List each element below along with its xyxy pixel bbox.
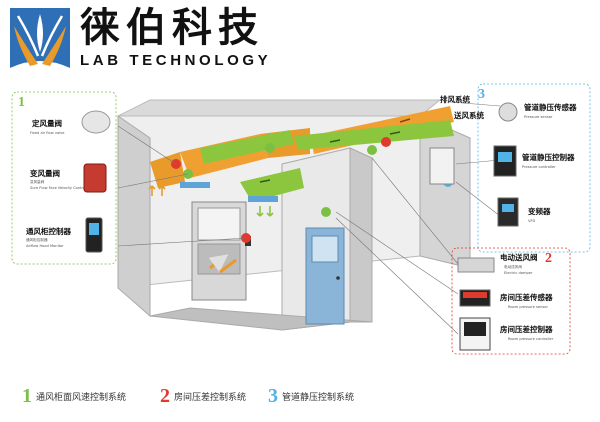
legend-system-1: 1 通风柜面风速控制系统 xyxy=(22,386,126,406)
right-component-panel: 3 排风系统 送风系统 管道静压传感器 Pressure sensor 管道静压… xyxy=(440,83,591,253)
room-pressure-sensor-title: 房间压差传感器 xyxy=(500,292,553,302)
system-1-marker xyxy=(265,143,275,153)
electric-damper-subtitle-1: 电动送风阀 xyxy=(504,264,522,269)
airflow-arrow-icon xyxy=(148,185,274,217)
hvac-diagram: 1 定风量阀 Fixed air flow valve 变风量阀 变风量阀 Su… xyxy=(11,83,591,355)
room-pressure-sensor-subtitle: Room pressure sensor xyxy=(508,305,548,309)
system-1-marker xyxy=(321,207,331,217)
electric-damper-title: 电动送风阀 xyxy=(500,252,538,262)
system-3-number: 3 xyxy=(478,87,485,102)
vfd-subtitle: VFD xyxy=(528,219,536,223)
fixed-valve-title: 定风量阀 xyxy=(32,118,62,128)
vfd-title: 变频器 xyxy=(528,206,551,216)
legend-3-label: 管道静压控制系统 xyxy=(282,392,355,403)
legend-system-2: 2 房间压差控制系统 xyxy=(160,386,246,406)
exhaust-system-label: 排风系统 xyxy=(440,94,470,104)
legend-system-3: 3 管道静压控制系统 xyxy=(268,386,354,406)
system-2-marker xyxy=(381,137,391,147)
left-component-panel: 1 定风量阀 Fixed air flow valve 变风量阀 变风量阀 Su… xyxy=(11,91,117,265)
controller-icon xyxy=(429,147,455,185)
hood-controller-title: 通风柜控制器 xyxy=(26,226,71,236)
right-lower-component-panel: 2 电动送风阀 电动送风阀 Electric damper 房间压差传感器 Ro… xyxy=(451,247,571,355)
fixed-valve-subtitle: Fixed air flow valve xyxy=(30,131,65,135)
system-1-number: 1 xyxy=(18,95,25,110)
brand-name-en: LAB TECHNOLOGY xyxy=(80,52,272,69)
brand-name-cn: 徕伯科技 xyxy=(80,5,264,51)
room-pressure-controller-subtitle: Room pressure controller xyxy=(508,337,554,341)
legend-1-label: 通风柜面风速控制系统 xyxy=(36,392,127,403)
room-pressure-controller-title: 房间压差控制器 xyxy=(500,324,553,334)
legend-2-label: 房间压差控制系统 xyxy=(174,392,247,403)
valve-icon xyxy=(83,163,107,193)
legend-2-number: 2 xyxy=(160,385,170,407)
legend-3-number: 3 xyxy=(268,385,278,407)
hood-controller-subtitle-2: Airflow Hood Monitor xyxy=(26,244,64,248)
hood-controller-subtitle-1: 通风柜控制器 xyxy=(26,237,48,242)
fume-hood xyxy=(191,201,251,301)
logo-mark-icon xyxy=(10,8,70,68)
variable-valve-title: 变风量阀 xyxy=(30,168,60,178)
sensor-icon xyxy=(498,102,518,122)
variable-valve-subtitle-1: 变风量阀 xyxy=(30,179,45,184)
supply-duct xyxy=(200,120,454,202)
valve-icon xyxy=(81,110,111,134)
system-1-marker xyxy=(367,145,377,155)
electric-damper-subtitle-2: Electric damper xyxy=(504,271,533,275)
system-2-number: 2 xyxy=(545,251,552,266)
variable-valve-subtitle-2: Sure Flow Face Velocity Controller xyxy=(30,186,91,190)
door xyxy=(305,227,345,325)
diffuser xyxy=(180,182,210,188)
duct-pressure-controller-title: 管道静压控制器 xyxy=(522,152,575,162)
duct-pressure-sensor-title: 管道静压传感器 xyxy=(524,102,577,112)
supply-system-label: 送风系统 xyxy=(453,110,484,120)
diffuser xyxy=(248,196,278,202)
damper-icon xyxy=(457,257,495,273)
legend-1-number: 1 xyxy=(22,385,32,407)
duct-pressure-sensor-subtitle: Pressure sensor xyxy=(524,115,553,119)
leader-lines xyxy=(117,101,501,335)
duct-pressure-controller-subtitle: Pressure controller xyxy=(522,165,556,169)
